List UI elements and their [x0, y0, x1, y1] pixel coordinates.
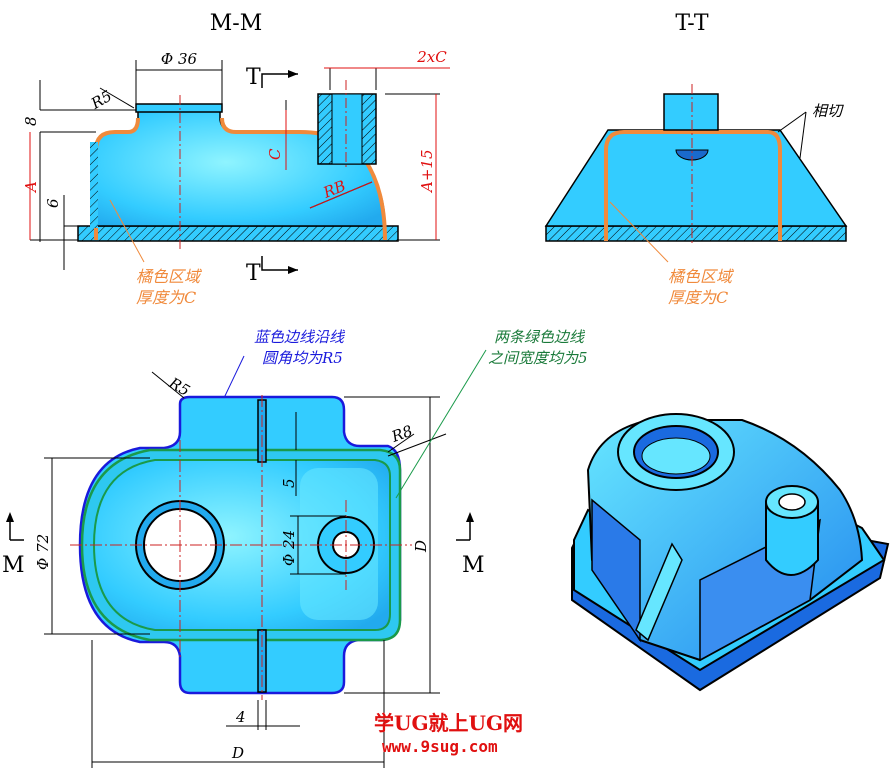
- tt-orange-leader: [609, 201, 669, 263]
- isometric-view: [571, 413, 890, 692]
- dim-five: 5: [280, 478, 298, 488]
- tt-orange-note-line1: 橘色区域: [668, 267, 734, 286]
- t-section-marker-bottom: T: [246, 256, 298, 286]
- iso-rib: [635, 542, 683, 642]
- dim-2xc: 2xC: [416, 48, 447, 66]
- dim-eight: 8: [22, 116, 40, 126]
- mm-orange-leader: [109, 199, 145, 263]
- iso-boss-body: [765, 501, 819, 576]
- mm-left-wall-hatch: [90, 142, 98, 228]
- dim-phi36: Φ 36: [161, 50, 198, 68]
- plan-view: [70, 395, 412, 700]
- t-section-marker-top: T: [246, 65, 298, 90]
- blue-note-leader: [223, 355, 245, 399]
- mm-red-dims: [29, 67, 450, 240]
- watermark-line2: www.9sug.com: [382, 737, 498, 756]
- section-tt-view: [544, 84, 848, 246]
- blue-note-line1: 蓝色边线沿线: [254, 328, 346, 346]
- green-note-leader: [395, 349, 487, 499]
- svg-text:T: T: [246, 261, 261, 286]
- watermark-line1: 学UG就上UG网: [374, 711, 523, 735]
- m-marker-left: M: [2, 512, 25, 578]
- dim-c: C: [266, 148, 284, 160]
- mm-top-opening: [135, 103, 223, 113]
- dim-d-bottom: D: [231, 744, 244, 762]
- dim-d-right: D: [412, 540, 430, 553]
- dim-six: 6: [44, 198, 62, 208]
- tt-orange-note-line2: 厚度为C: [668, 288, 728, 307]
- tt-orange-wall: [604, 130, 782, 241]
- dim-a-plus-15: A+15: [418, 150, 436, 195]
- blue-note-line2: 圆角均为R5: [262, 349, 343, 367]
- dim-phi24: Φ 24: [280, 530, 298, 566]
- tt-boss: [663, 93, 719, 131]
- green-note-line1: 两条绿色边线: [494, 328, 586, 346]
- section-mm-title: M-M: [210, 11, 263, 36]
- green-note-line2: 之间宽度均为5: [488, 349, 588, 367]
- section-mm-view: [77, 80, 399, 250]
- plan-dimensions: [44, 371, 447, 768]
- mm-boss-hole: [331, 93, 363, 165]
- iso-left-face: [591, 498, 641, 643]
- tangent-label: 相切: [812, 102, 844, 120]
- tt-rib-trapezoid: [544, 129, 848, 227]
- svg-text:M: M: [2, 553, 25, 578]
- section-tt-title: T-T: [675, 11, 708, 36]
- dim-r5-top: R5: [87, 87, 115, 114]
- dim-four: 4: [235, 708, 246, 726]
- mm-orange-note-line2: 厚度为C: [136, 288, 196, 307]
- mm-orange-note-line1: 橘色区域: [136, 267, 202, 286]
- dim-r8: R8: [388, 422, 415, 446]
- svg-text:M: M: [462, 553, 485, 578]
- iso-top-hole-inner: [641, 437, 711, 475]
- dim-phi72: Φ 72: [34, 534, 52, 570]
- iso-boss-hole: [778, 493, 806, 511]
- m-marker-right: M: [456, 512, 485, 578]
- tt-hole: [675, 149, 709, 161]
- svg-text:T: T: [246, 65, 261, 90]
- tt-base: [545, 225, 847, 242]
- dim-a: A: [22, 181, 40, 194]
